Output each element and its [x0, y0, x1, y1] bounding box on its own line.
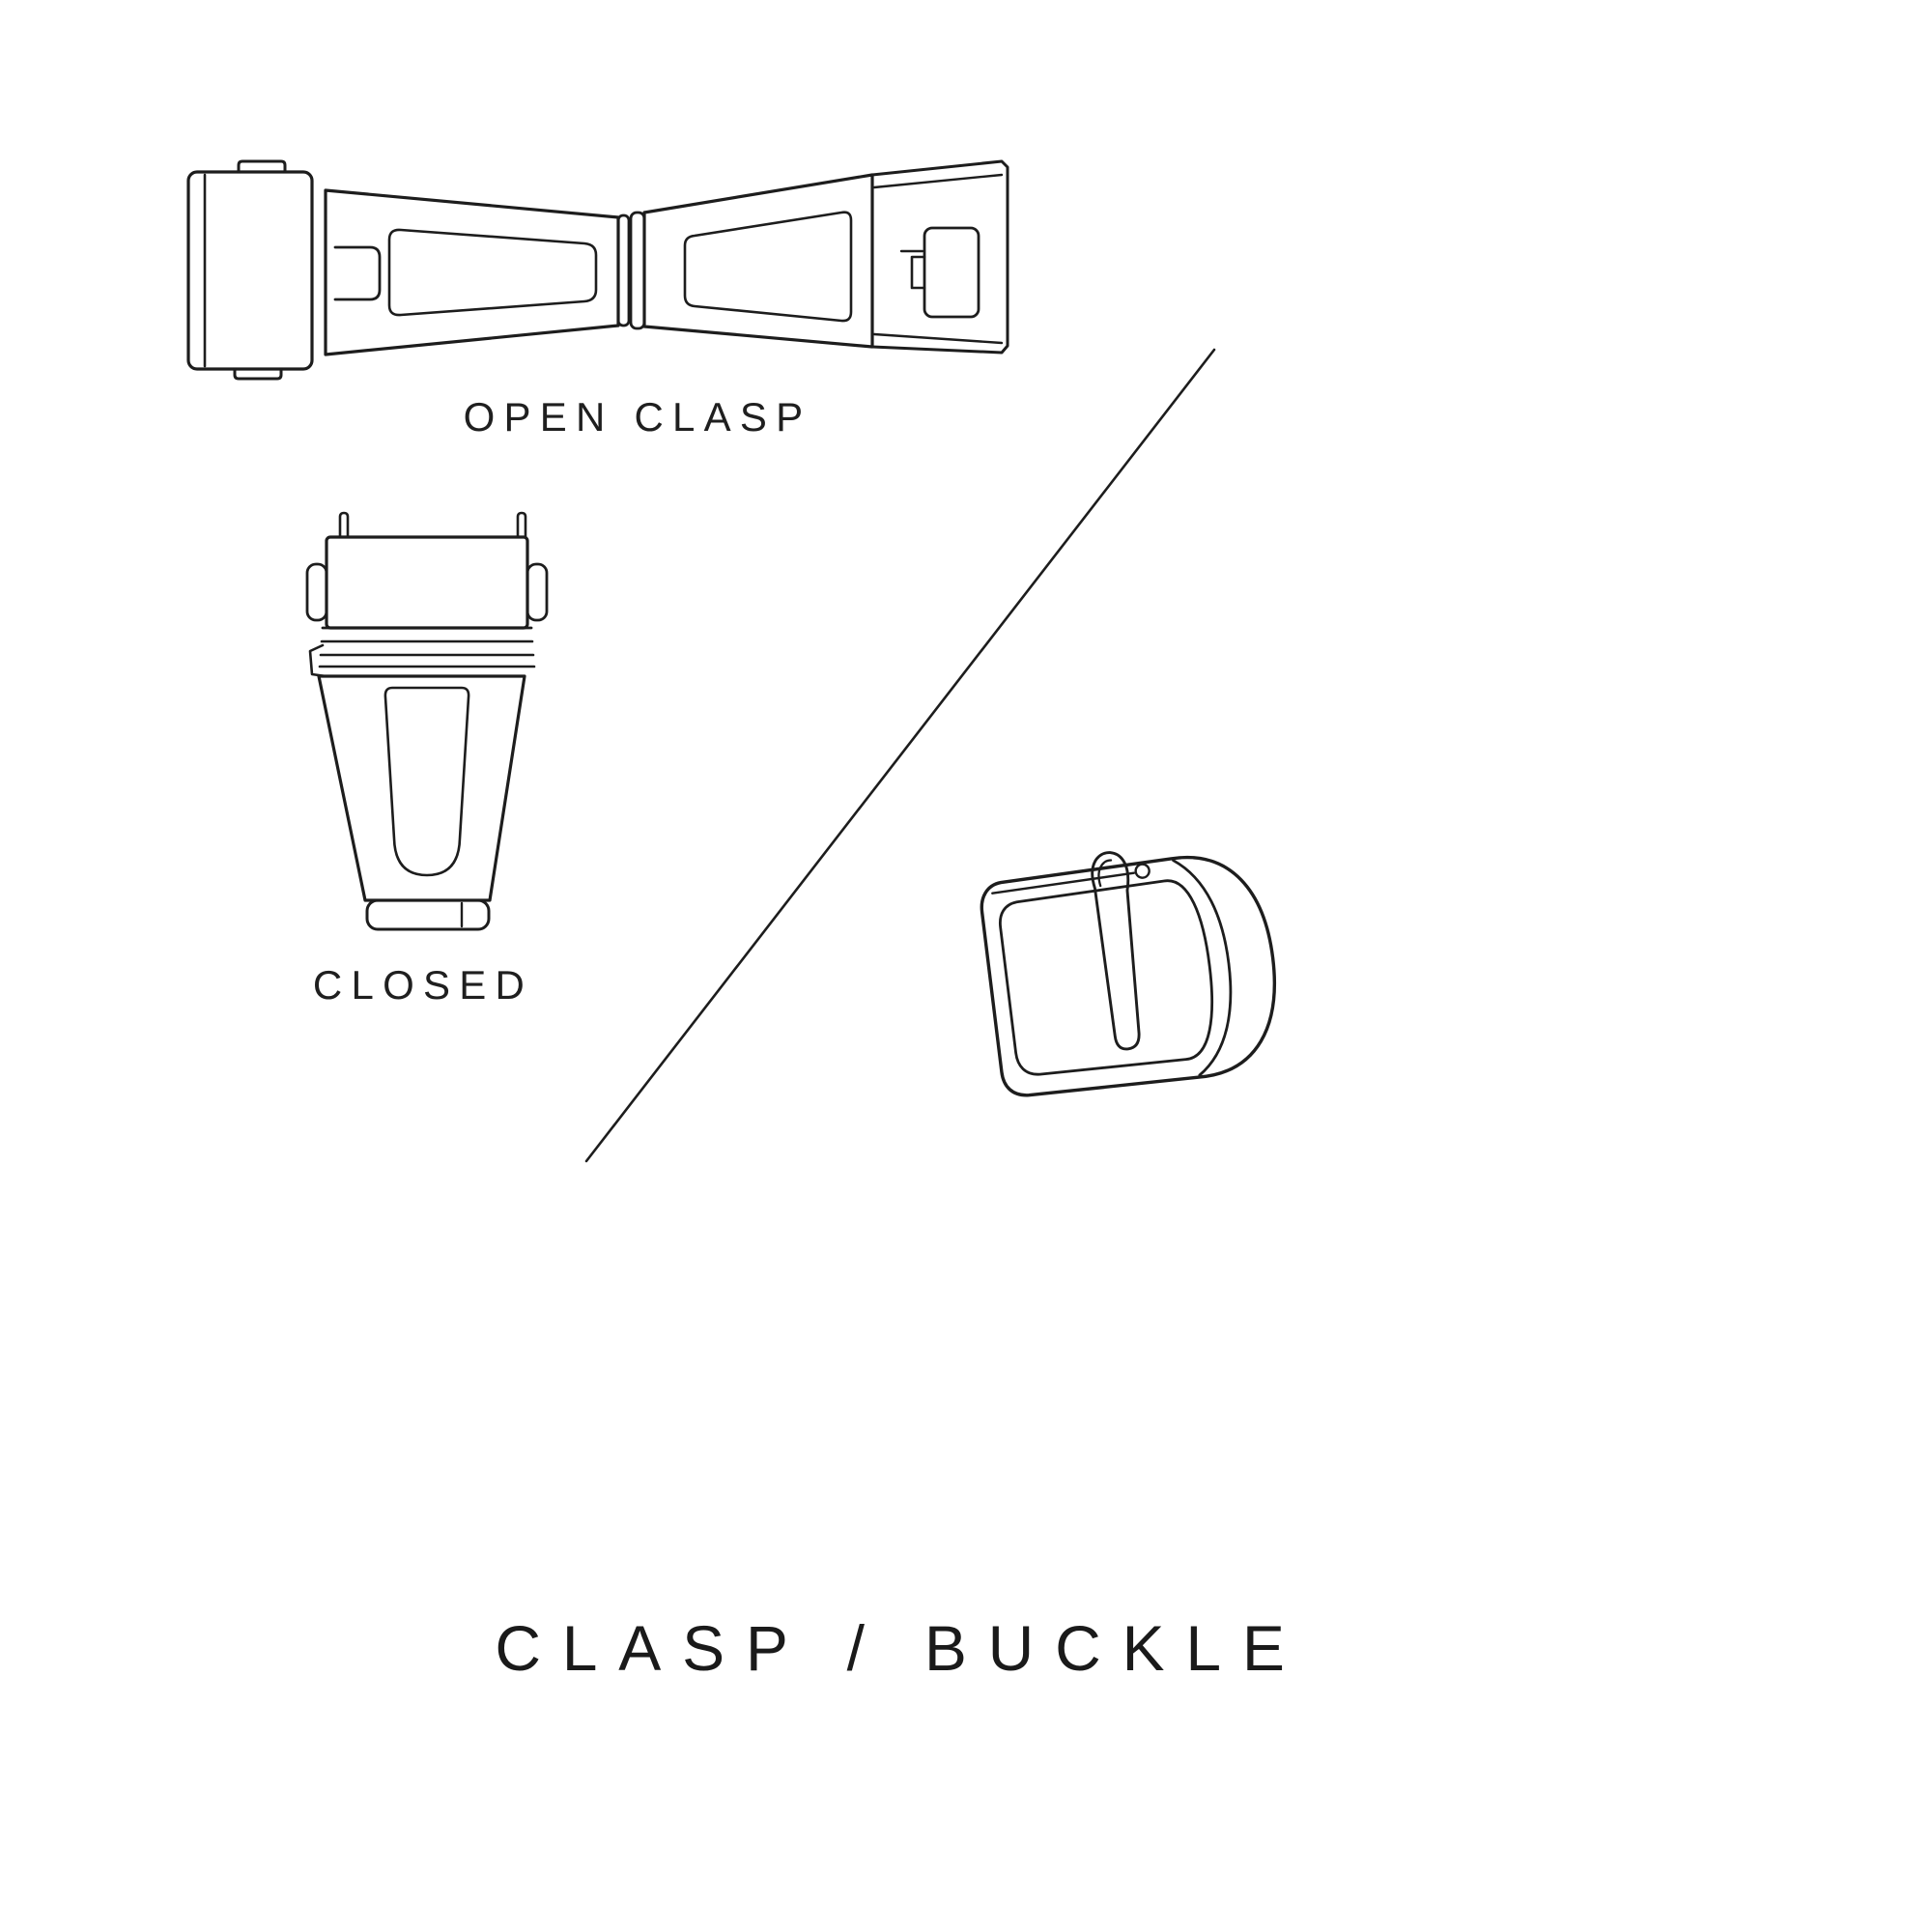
open-clasp-illustration-icon	[186, 159, 1009, 381]
tang-buckle-illustration-icon	[980, 851, 1276, 1097]
diagonal-divider-line	[584, 348, 1216, 1163]
closed-clasp-illustration-icon	[305, 511, 549, 931]
open-clasp-label: OPEN CLASP	[463, 394, 812, 440]
closed-clasp-label: CLOSED	[312, 962, 534, 1008]
page-title: CLASP / BUCKLE	[495, 1612, 1306, 1684]
